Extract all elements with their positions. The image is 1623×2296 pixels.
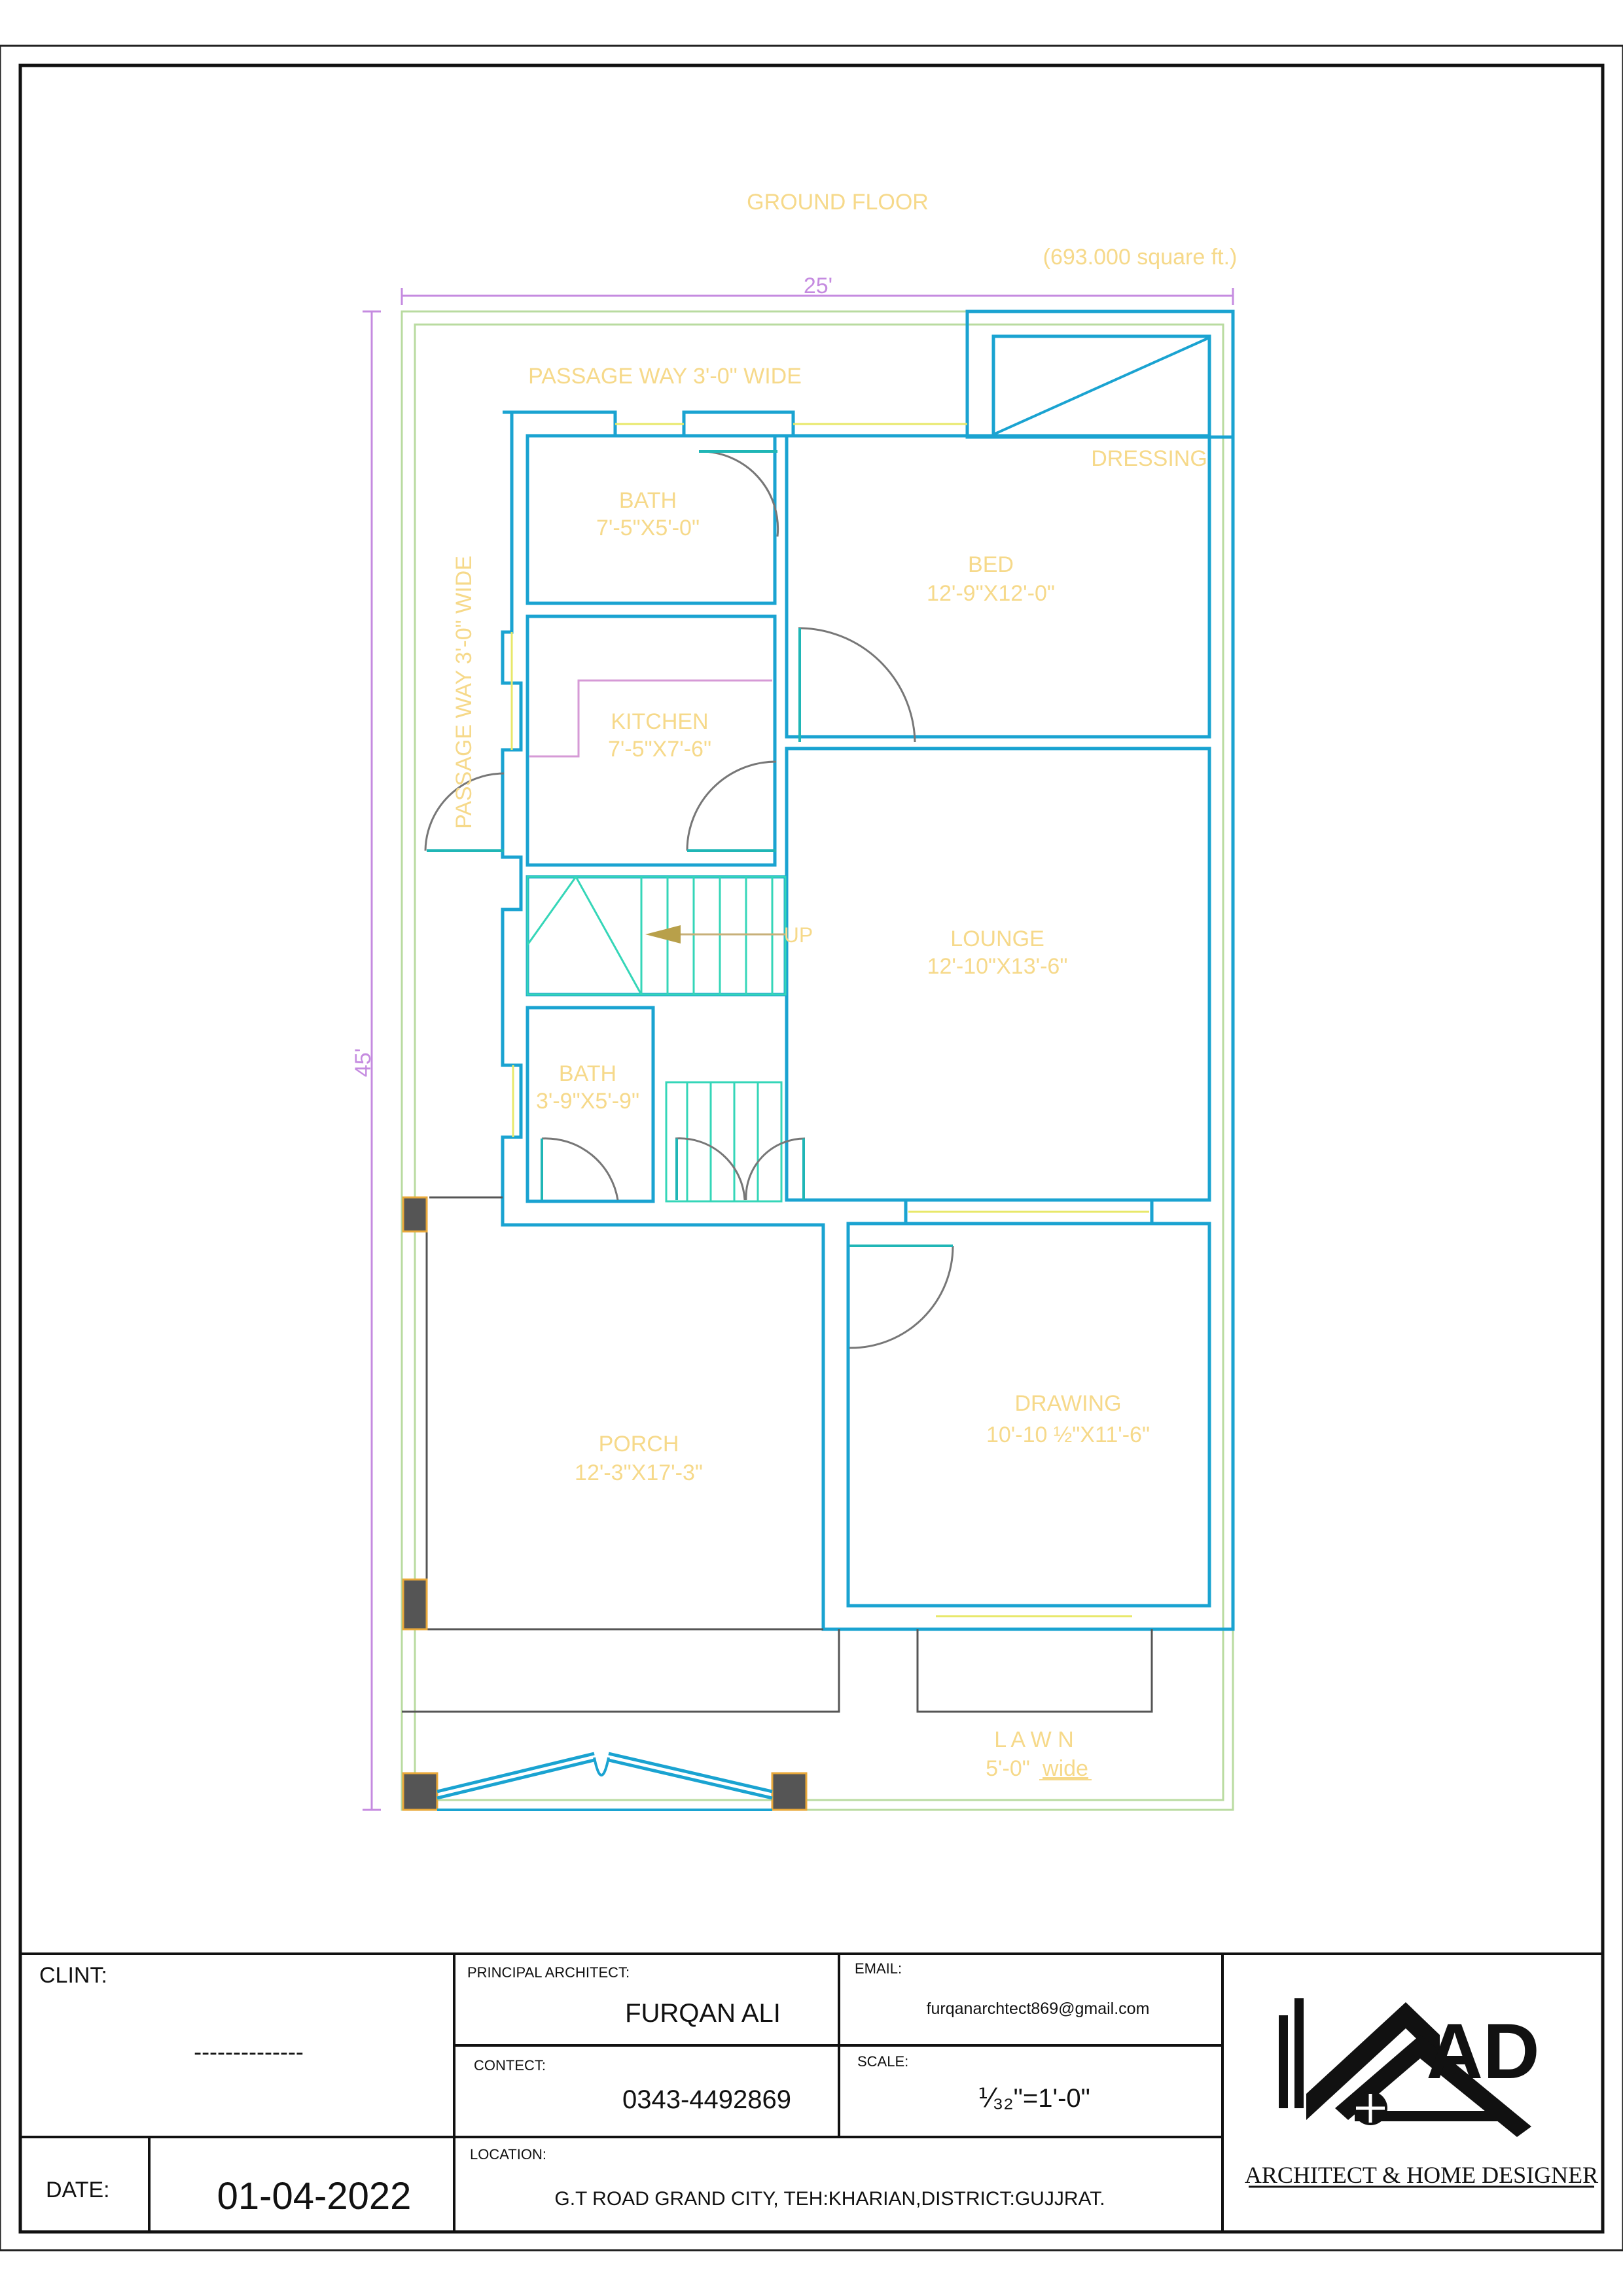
columns [402,1196,808,1811]
kitchen-walls [526,614,777,867]
bath1-size: 7'-5"X5'-0" [596,516,700,540]
architect-value: FURQAN ALI [625,1999,781,2028]
porch-name: PORCH [599,1432,679,1457]
contact-value: 0343-4492869 [622,2085,791,2114]
lawn-name: L A W N [994,1727,1074,1752]
bed-size: 12'-9"X12'-0" [927,581,1055,606]
kitchen-dimension-line [529,679,772,758]
kitchen-size: 7'-5"X7'-6" [608,737,711,762]
stairs [526,875,787,1203]
architect-label: PRINCIPAL ARCHITECT: [467,1964,630,1981]
porch-lawn-lines [402,1196,1153,1713]
client-value: -------------- [194,2038,304,2065]
width-dimension: 25' [804,274,832,298]
bed-name: BED [968,552,1014,577]
client-label: CLINT: [39,1963,107,1988]
depth-dimension: 45' [351,1048,376,1077]
email-label: EMAIL: [855,1960,902,1977]
windows [510,423,1149,1617]
plot-inner-boundary [414,323,1224,1801]
drawing-name: DRAWING [1014,1391,1121,1416]
dressing-name: DRESSING [1091,446,1207,471]
logo-letters: AD [1426,2007,1539,2095]
contact-label: CONTECT: [474,2057,546,2074]
email-value: furqanarchtect869@gmail.com [927,2000,1150,2018]
logo-caption: ARCHITECT & HOME DESIGNER [1245,2162,1598,2188]
passage-side-label: PASSAGE WAY 3'-0" WIDE [452,556,476,829]
lawn-size-suffix: wide [1042,1756,1088,1781]
location-label: LOCATION: [470,2146,546,2163]
house-outer-wall [501,309,1235,1631]
passage-top-label: PASSAGE WAY 3'-0" WIDE [528,364,802,389]
kitchen-name: KITCHEN [611,709,708,734]
scale-value: ⅟₃₂"=1'-0" [978,2084,1090,2113]
lawn-size: 5'-0" [986,1756,1030,1781]
drawing-size: 10'-10 ½"X11'-6" [986,1422,1150,1447]
lounge-size: 12'-10"X13'-6" [927,954,1068,979]
stair-arrow-icon [645,925,681,944]
dressing-diagonal [993,336,1210,436]
title-block: CLINT: -------------- PRINCIPAL ARCHITEC… [19,1952,1604,2233]
scale-label: SCALE: [857,2053,908,2070]
drawing-walls [846,1222,1211,1608]
company-logo: AD ARCHITECT & HOME DESIGNER [1245,1998,1598,2188]
bath2-walls [526,1006,655,1203]
floor-plan: GROUND FLOOR (693.000 square ft.) 25' 45… [351,190,1238,1811]
porch-size: 12'-3"X17'-3" [575,1460,703,1485]
bath1-name: BATH [619,488,677,513]
main-gate [437,1752,773,1811]
outer-border [0,44,1623,2252]
lounge-name: LOUNGE [950,927,1044,951]
plan-title: GROUND FLOOR [747,190,929,215]
bath1-walls [526,434,777,605]
bed-walls [785,434,1211,739]
date-value: 01-04-2022 [217,2175,412,2217]
inner-border [18,63,1605,2234]
plan-area: (693.000 square ft.) [1043,245,1238,270]
stair-up-label: UP [784,923,813,947]
location-value: G.T ROAD GRAND CITY, TEH:KHARIAN,DISTRIC… [554,2188,1105,2210]
dressing-walls [965,309,1235,439]
date-label: DATE: [46,2178,110,2202]
doors [424,450,954,1349]
bath2-size: 3'-9"X5'-9" [536,1089,639,1114]
bath2-name: BATH [559,1061,616,1086]
